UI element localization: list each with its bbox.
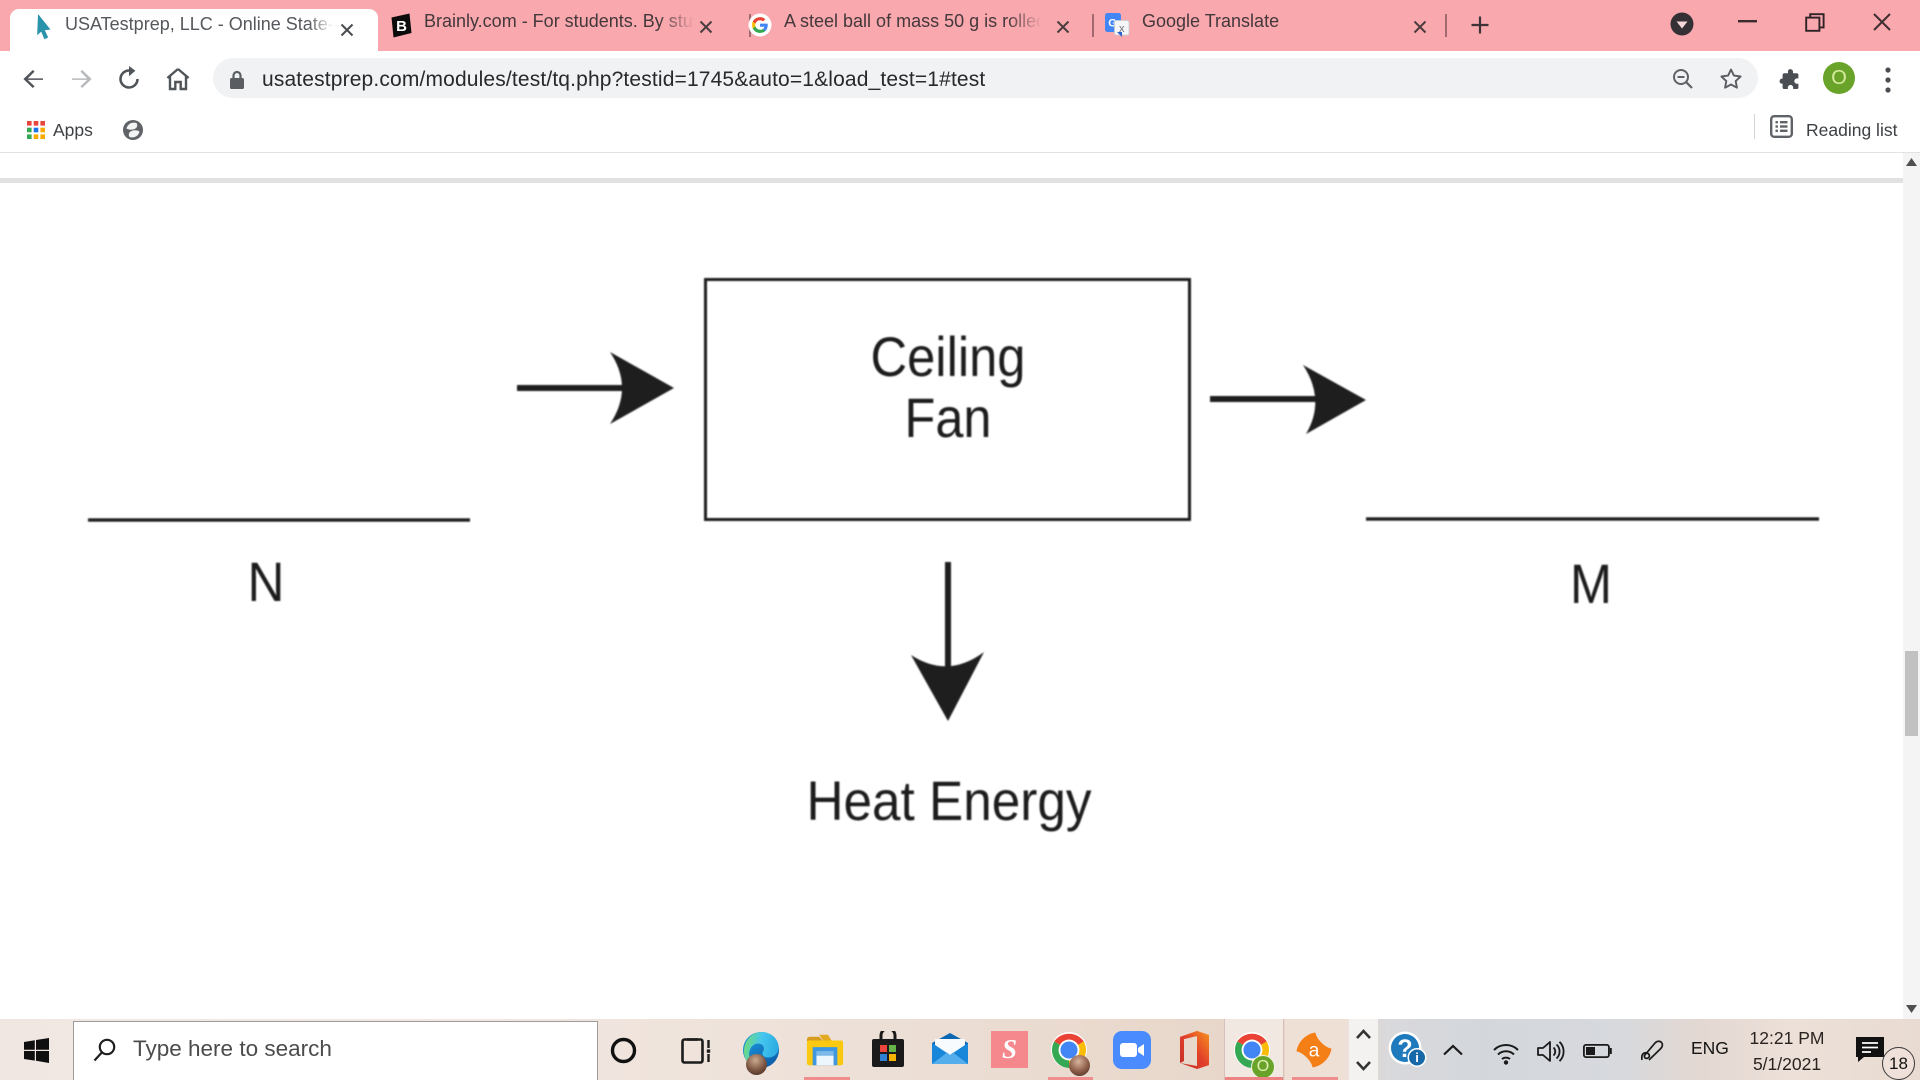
svg-text:Heat Energy: Heat Energy: [807, 769, 1092, 832]
svg-text:a: a: [1309, 1041, 1320, 1062]
svg-text:G: G: [1108, 18, 1117, 30]
svg-text:i: i: [1415, 1050, 1419, 1065]
svg-text:Fan: Fan: [905, 386, 992, 449]
svg-text:x: x: [1119, 23, 1125, 35]
svg-text:M: M: [1570, 552, 1612, 615]
svg-text:N: N: [248, 550, 285, 613]
svg-text:Ceiling: Ceiling: [871, 325, 1026, 388]
svg-text:B: B: [396, 18, 407, 35]
